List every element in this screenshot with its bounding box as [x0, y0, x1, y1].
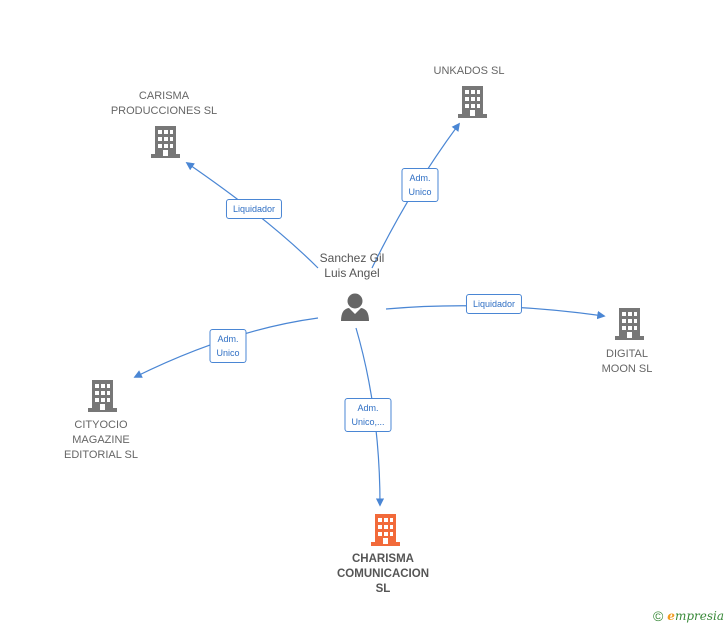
building-icon[interactable]: [615, 308, 644, 340]
company-label-carisma[interactable]: CARISMA PRODUCCIONES SL: [110, 90, 218, 117]
building-icon[interactable]: [88, 380, 117, 412]
company-label-cityocio[interactable]: CITYOCIO MAGAZINE EDITORIAL SL: [64, 419, 138, 461]
edge-label-carisma[interactable]: Liquidador: [225, 199, 283, 219]
brand-name: mpresia: [674, 609, 724, 623]
footer-brand: © empresia: [653, 608, 724, 624]
brand-initial: e: [667, 609, 675, 623]
building-icon[interactable]: [458, 86, 487, 118]
edge-label-cityocio[interactable]: Adm. Unico: [209, 329, 247, 363]
edge-label-unkados[interactable]: Adm. Unico: [401, 168, 439, 202]
edge-label-digital[interactable]: Liquidador: [465, 294, 523, 314]
copyright-icon: ©: [652, 608, 664, 624]
company-label-charisma[interactable]: CHARISMA COMUNICACION SL: [337, 553, 429, 595]
edge-label-charisma[interactable]: Adm. Unico,...: [344, 398, 392, 432]
brand-logo: empresia: [667, 609, 724, 623]
company-label-digital[interactable]: DIGITAL MOON SL: [601, 348, 653, 375]
person-icon[interactable]: [341, 293, 369, 322]
building-icon[interactable]: [371, 514, 400, 546]
building-icon[interactable]: [151, 126, 180, 158]
company-label-unkados[interactable]: UNKADOS SL: [433, 65, 505, 77]
person-label[interactable]: Sanchez Gil Luis Angel: [319, 251, 385, 280]
